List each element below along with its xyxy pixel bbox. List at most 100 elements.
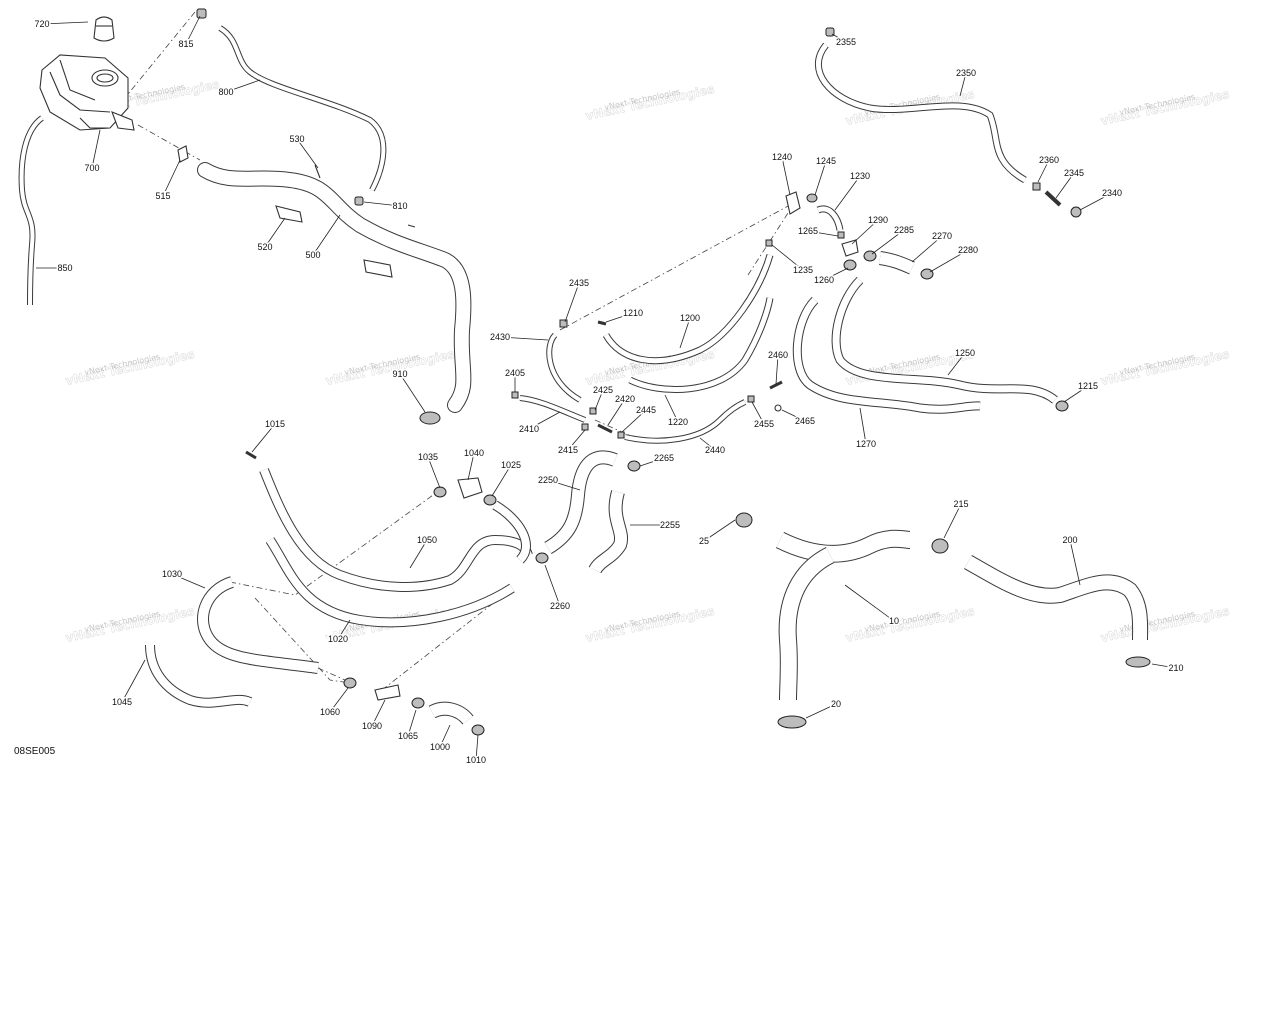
part-callout-2280: 2280 xyxy=(958,245,978,255)
part-2405-clip xyxy=(511,391,519,399)
part-2420-fitting xyxy=(597,423,613,434)
leader-line xyxy=(621,409,647,433)
leader-line xyxy=(312,214,341,256)
leader-line xyxy=(823,267,849,281)
part-callout-2360: 2360 xyxy=(1039,155,1059,165)
leader-line xyxy=(427,456,441,489)
part-520-bracket-b xyxy=(363,259,393,278)
part-520-bracket-a xyxy=(275,205,303,223)
part-1010-clamp xyxy=(471,724,485,736)
leader-line xyxy=(607,398,626,426)
part-2455-clip xyxy=(747,395,755,403)
part-callout-2465: 2465 xyxy=(795,416,815,426)
leader-line xyxy=(679,317,691,349)
part-callout-20: 20 xyxy=(831,699,841,709)
part-20-clamp xyxy=(777,715,807,729)
part-callout-500: 500 xyxy=(305,250,320,260)
part-callout-2435: 2435 xyxy=(569,278,589,288)
part-callout-1030: 1030 xyxy=(162,569,182,579)
part-2260-clamp xyxy=(535,552,549,564)
leader-line xyxy=(399,373,426,413)
leader-line xyxy=(871,229,905,255)
part-callout-2405: 2405 xyxy=(505,368,525,378)
part-1035-clamp xyxy=(433,486,447,498)
part-callout-2455: 2455 xyxy=(754,419,774,429)
part-815-clip xyxy=(196,8,207,19)
parts-layer xyxy=(18,8,1151,736)
part-1090-fitting xyxy=(374,684,401,701)
leader-line xyxy=(1151,663,1177,669)
part-callout-1250: 1250 xyxy=(955,348,975,358)
part-2465-washer xyxy=(774,404,782,412)
part-2460-fitting xyxy=(769,380,783,390)
leader-line xyxy=(859,407,867,445)
part-530-screw-b xyxy=(407,224,416,228)
leader-line xyxy=(1055,172,1075,199)
leader-line xyxy=(171,573,206,589)
part-callout-1210: 1210 xyxy=(623,308,643,318)
leader-line xyxy=(699,437,716,451)
leader-line xyxy=(567,429,586,451)
leader-line xyxy=(564,282,580,323)
part-callout-2255: 2255 xyxy=(660,520,680,530)
part-callout-1235: 1235 xyxy=(793,265,813,275)
leader-line xyxy=(775,354,779,385)
diagram-reference-code: 08SE005 xyxy=(14,746,56,757)
part-1215-clamp xyxy=(1055,400,1069,412)
part-callout-2250: 2250 xyxy=(538,475,558,485)
leader-line xyxy=(831,33,847,43)
part-callout-1020: 1020 xyxy=(328,634,348,644)
part-callout-850: 850 xyxy=(57,263,72,273)
part-1025-clamp xyxy=(483,494,497,506)
part-callout-2340: 2340 xyxy=(1102,188,1122,198)
leader-line xyxy=(947,352,966,376)
leader-line xyxy=(264,217,286,248)
leader-line xyxy=(475,734,479,761)
part-910-clamp xyxy=(419,411,441,425)
leader-line xyxy=(329,687,349,713)
part-2345-fitting xyxy=(1044,190,1062,207)
part-1260-clamp xyxy=(843,259,857,271)
part-2435-clip xyxy=(559,319,568,328)
leader-line xyxy=(1063,385,1089,403)
part-callout-1025: 1025 xyxy=(501,460,521,470)
leader-line xyxy=(185,15,201,45)
leader-line xyxy=(851,219,879,245)
part-callout-1200: 1200 xyxy=(680,313,700,323)
part-2425-clip xyxy=(589,407,597,415)
part-810-clip xyxy=(354,196,364,206)
leader-line xyxy=(439,724,451,748)
part-callout-2460: 2460 xyxy=(768,350,788,360)
part-callout-2415: 2415 xyxy=(558,445,578,455)
part-callout-2260: 2260 xyxy=(550,601,570,611)
part-25-clamp xyxy=(735,512,753,528)
leader-line xyxy=(844,584,895,622)
part-callout-1245: 1245 xyxy=(816,156,836,166)
part-callout-1260: 1260 xyxy=(814,275,834,285)
leader-line xyxy=(91,129,101,169)
part-1290-fitting xyxy=(841,239,859,257)
part-1040-fitting xyxy=(457,477,483,499)
part-1220-hose xyxy=(628,297,774,393)
part-callout-910: 910 xyxy=(392,369,407,379)
part-callout-1040: 1040 xyxy=(464,448,484,458)
leader-line xyxy=(664,394,679,423)
part-callout-1220: 1220 xyxy=(668,417,688,427)
part-callout-1000: 1000 xyxy=(430,742,450,752)
part-2340-cap xyxy=(1070,206,1082,218)
part-callout-1090: 1090 xyxy=(362,721,382,731)
leader-line xyxy=(751,401,765,425)
part-callout-2430: 2430 xyxy=(490,332,510,342)
part-210-clamp xyxy=(1125,656,1151,668)
leader-line xyxy=(407,709,417,737)
part-1065-clamp xyxy=(411,697,425,709)
part-callout-1010: 1010 xyxy=(466,755,486,765)
